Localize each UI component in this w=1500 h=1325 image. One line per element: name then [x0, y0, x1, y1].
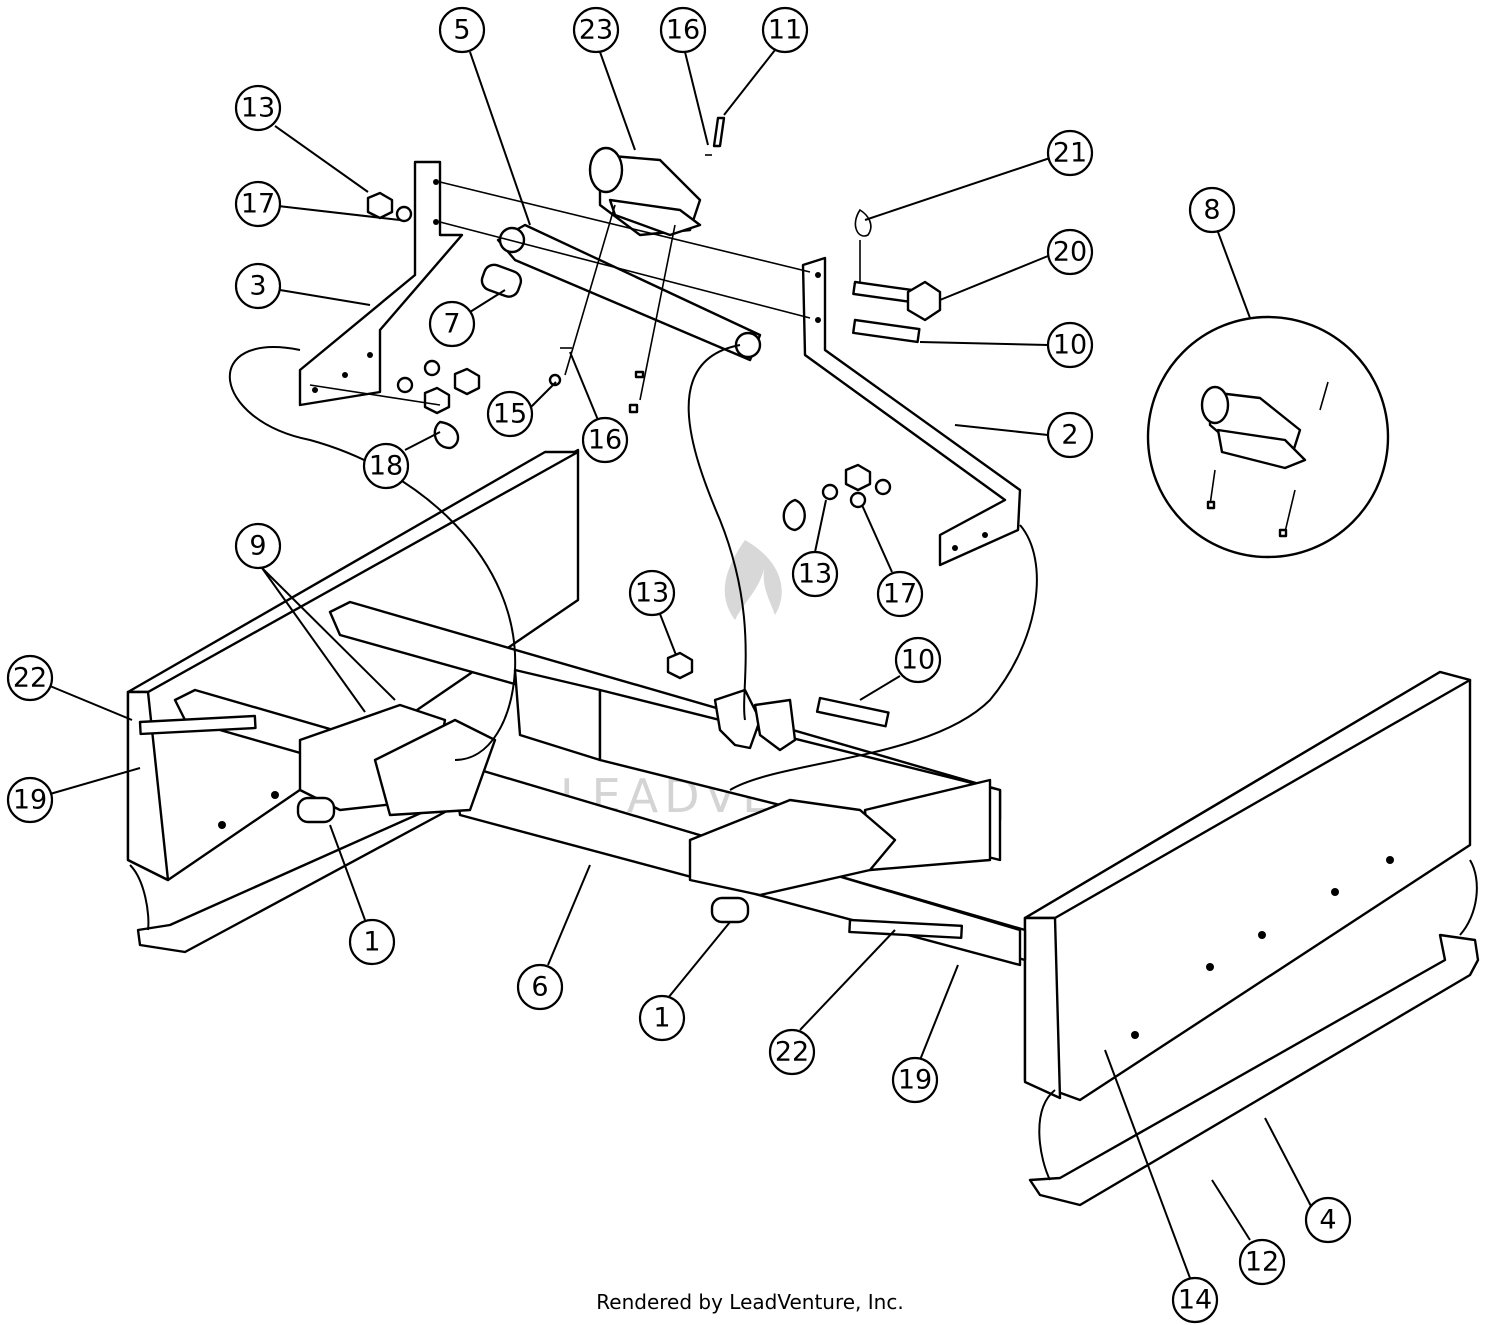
- callout-label: 9: [249, 531, 266, 562]
- callout-label: 13: [241, 93, 275, 124]
- callout-label: 4: [1319, 1205, 1336, 1236]
- callout-label: 1: [363, 927, 380, 958]
- callout-3[interactable]: 3: [234, 262, 371, 310]
- callout-label: 10: [1053, 330, 1087, 361]
- callout-label: 23: [579, 15, 613, 46]
- box-blade-frame: [126, 448, 1480, 1207]
- callout-label: 17: [883, 579, 917, 610]
- callout-label: 21: [1053, 138, 1087, 169]
- callout-label: 13: [798, 559, 832, 590]
- callout-label: 5: [453, 15, 470, 46]
- callout-label: 16: [666, 15, 700, 46]
- callout-8[interactable]: 8: [1188, 186, 1251, 319]
- callout-21[interactable]: 21: [864, 129, 1094, 221]
- callout-4[interactable]: 4: [1264, 1117, 1352, 1244]
- callout-5[interactable]: 5: [438, 6, 531, 226]
- callout-label: 13: [635, 578, 669, 609]
- linkage-assembly: [298, 116, 1022, 680]
- callout-15[interactable]: 15: [486, 381, 557, 438]
- callout-7[interactable]: 7: [428, 289, 506, 348]
- callout-13-center[interactable]: 13: [628, 569, 677, 656]
- callout-23[interactable]: 23: [572, 6, 636, 151]
- callout-12[interactable]: 12: [1211, 1179, 1286, 1286]
- footer-credit: Rendered by LeadVenture, Inc.: [596, 1290, 904, 1314]
- callout-label: 17: [241, 189, 275, 220]
- callout-1-left[interactable]: 1: [329, 824, 396, 966]
- callout-label: 22: [775, 1037, 809, 1068]
- callout-label: 14: [1178, 1285, 1212, 1316]
- callout-13-top-left[interactable]: 13: [234, 84, 369, 193]
- assembly-loop-lines: [129, 344, 1478, 1181]
- callout-17-top-left[interactable]: 17: [234, 180, 401, 228]
- cylinder-assembly: [588, 146, 702, 237]
- callout-label: 1: [653, 1003, 670, 1034]
- callout-10-center[interactable]: 10: [859, 636, 942, 701]
- callout-label: 3: [249, 271, 266, 302]
- callout-label: 16: [588, 425, 622, 456]
- callout-17-mid-right[interactable]: 17: [861, 504, 924, 618]
- callout-16-mid[interactable]: 16: [569, 351, 629, 464]
- callout-2[interactable]: 2: [954, 411, 1094, 459]
- callout-label: 12: [1245, 1247, 1279, 1278]
- callout-label: 8: [1203, 195, 1220, 226]
- callout-label: 6: [531, 972, 548, 1003]
- callout-label: 22: [13, 663, 47, 694]
- callout-label: 19: [898, 1065, 932, 1096]
- callout-22-center[interactable]: 22: [768, 929, 896, 1076]
- callout-19-center[interactable]: 19: [891, 964, 959, 1104]
- callout-19-left[interactable]: 19: [6, 767, 141, 824]
- callout-20[interactable]: 20: [939, 228, 1094, 301]
- callout-label: 2: [1061, 420, 1078, 451]
- callout-14[interactable]: 14: [1104, 1049, 1219, 1324]
- callout-1-center[interactable]: 1: [638, 921, 731, 1042]
- callout-18[interactable]: 18: [362, 431, 441, 490]
- callout-16-top[interactable]: 16: [659, 6, 709, 146]
- callout-13-mid-right[interactable]: 13: [791, 499, 839, 598]
- callout-label: 18: [369, 451, 403, 482]
- callout-11[interactable]: 11: [723, 6, 809, 116]
- callout-10-top[interactable]: 10: [919, 321, 1094, 369]
- callout-label: 10: [901, 645, 935, 676]
- callout-label: 19: [13, 785, 47, 816]
- callout-22-left[interactable]: 22: [6, 654, 133, 721]
- callout-label: 15: [493, 399, 527, 430]
- callout-6[interactable]: 6: [516, 864, 591, 1011]
- callout-label: 20: [1053, 237, 1087, 268]
- callout-9[interactable]: 9: [234, 522, 396, 713]
- callout-label: 7: [443, 309, 460, 340]
- callout-label: 11: [768, 15, 802, 46]
- detail-inset-8: [1146, 315, 1390, 559]
- hardware-nuts-washers: [366, 116, 892, 680]
